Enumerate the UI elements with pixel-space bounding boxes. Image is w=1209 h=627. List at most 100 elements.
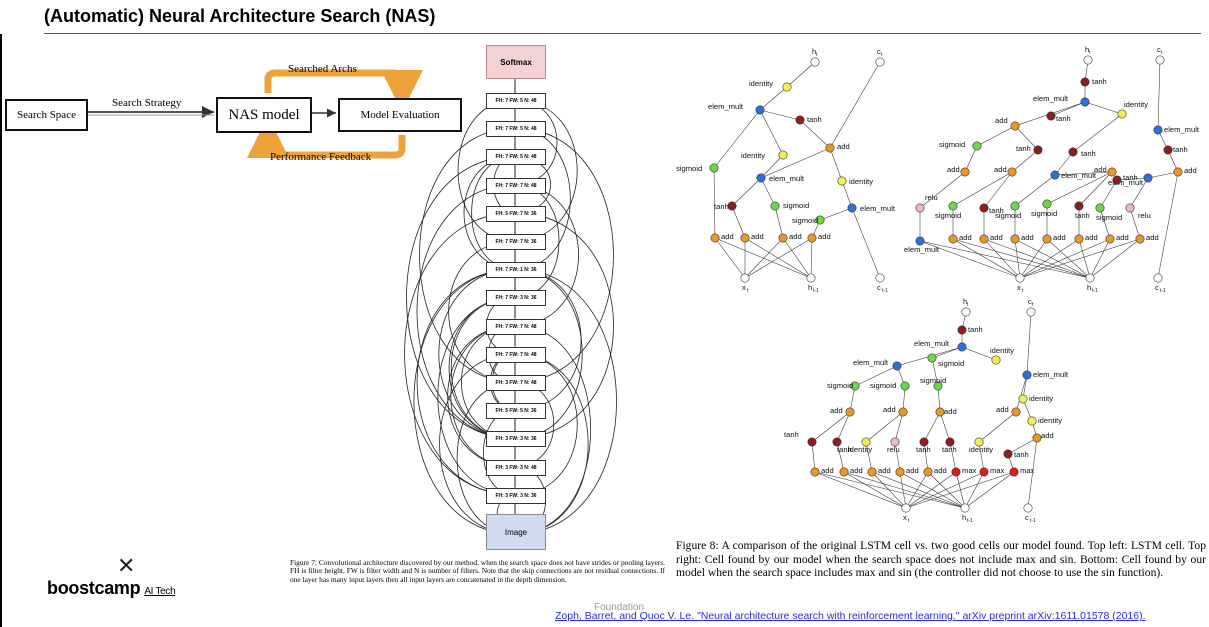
node-label: elem_mult <box>708 102 744 111</box>
graph-edge <box>854 365 898 387</box>
io-label-sub: t <box>1089 50 1091 56</box>
graph-edge <box>952 238 1021 279</box>
node-sigmoid <box>770 201 780 211</box>
graph-edge <box>799 119 831 149</box>
io-label-sub: t-1 <box>1030 518 1036 524</box>
io-label: c <box>1028 297 1032 306</box>
graph-edge <box>1099 207 1111 240</box>
node-label: add <box>944 407 957 416</box>
softmax-box: Softmax <box>486 45 546 79</box>
graph-edge <box>1014 238 1091 279</box>
node-label: add <box>934 466 947 475</box>
node-relu <box>890 437 900 447</box>
graph-edge <box>964 145 978 173</box>
node-elem_mult <box>1143 173 1153 183</box>
node-label: identity <box>1029 394 1053 403</box>
node-sigmoid <box>927 353 937 363</box>
model-evaluation-box: Model Evaluation <box>338 98 462 132</box>
node-add <box>1010 234 1020 244</box>
node-label: elem_mult <box>1033 94 1069 103</box>
node-add <box>839 467 849 477</box>
graph-edge <box>714 237 812 279</box>
node-label: tanh <box>989 206 1004 215</box>
io-node <box>960 503 970 513</box>
node-elem_mult <box>755 105 765 115</box>
node-add <box>1074 234 1084 244</box>
node-label: identity <box>969 445 993 454</box>
node-label: add <box>995 116 1008 125</box>
io-node <box>806 273 816 283</box>
node-label: add <box>789 232 802 241</box>
skip-connection <box>514 127 614 383</box>
node-tanh <box>1046 111 1056 121</box>
io-label-sub: t-1 <box>813 288 819 294</box>
io-label-sub: t <box>1022 288 1024 294</box>
node-tanh <box>957 325 967 335</box>
graph-edge <box>836 441 845 473</box>
graph-edge <box>759 109 801 121</box>
graph-edge <box>843 471 966 509</box>
node-add <box>1105 234 1115 244</box>
io-label-sub: t-1 <box>1160 288 1166 294</box>
skip-connection <box>483 409 516 496</box>
node-add <box>895 467 905 477</box>
io-label: h <box>812 47 816 56</box>
image-box: Image <box>486 514 546 550</box>
graph-edge <box>923 411 941 443</box>
node-label: add <box>947 165 960 174</box>
graph-edge <box>1050 101 1086 117</box>
node-label: sigmoid <box>935 211 961 220</box>
graph-edge <box>905 471 929 509</box>
io-node <box>1023 503 1033 513</box>
node-label: max <box>1020 466 1035 475</box>
node-label: tanh <box>784 430 799 439</box>
node-elem_mult <box>892 361 902 371</box>
node-add <box>810 467 820 477</box>
node-elem_mult <box>1050 170 1060 180</box>
node-add <box>1042 234 1052 244</box>
node-label: add <box>994 165 1007 174</box>
io-node <box>740 273 750 283</box>
graph-edge <box>983 171 1013 209</box>
io-node <box>1083 55 1093 65</box>
citation-link[interactable]: Zoph, Barret, and Quoc V. Le. "Neural ar… <box>555 610 1146 622</box>
graph-edge <box>760 154 784 179</box>
node-add <box>740 233 750 243</box>
graph-edge <box>1129 207 1141 240</box>
figure-7-caption: Figure 7: Convolutional architecture dis… <box>290 558 665 584</box>
io-node <box>1153 273 1163 283</box>
cnn-layer-8: FH: 7 FW: 3 N: 36 <box>486 290 546 307</box>
cnn-layer-12: FH: 5 FW: 5 N: 36 <box>486 403 546 420</box>
node-label: tanh <box>714 202 729 211</box>
node-tanh <box>1003 449 1013 459</box>
title-divider <box>44 33 1201 34</box>
graph-edge <box>899 471 907 509</box>
node-sigmoid <box>815 215 825 225</box>
skip-connection <box>514 99 558 185</box>
node-add <box>1107 167 1117 177</box>
graph-edge <box>1019 238 1080 279</box>
logo-suffix: AI Tech <box>144 586 176 597</box>
node-label: tanh <box>1016 144 1031 153</box>
node-label: sigmoid <box>938 359 964 368</box>
io-label-sub: t <box>1032 302 1034 308</box>
node-label: identity <box>1038 416 1062 425</box>
node-label: tanh <box>968 325 983 334</box>
node-add <box>898 407 908 417</box>
node-label: identity <box>849 177 873 186</box>
node-label: max <box>962 466 977 475</box>
graph-edge <box>1089 238 1141 279</box>
node-label: elem_mult <box>853 358 889 367</box>
io-label: x <box>742 283 746 292</box>
graph-edge <box>744 237 784 279</box>
node-sigmoid <box>1042 199 1052 209</box>
graph-edge <box>1015 374 1028 413</box>
node-label: add <box>990 233 1003 242</box>
node-label: tanh <box>916 445 931 454</box>
node-max <box>951 467 961 477</box>
io-node <box>961 307 971 317</box>
graph-edge <box>759 109 784 156</box>
cnn-layer-5: FH: 5 FW: 7 N: 36 <box>486 205 546 222</box>
node-label: elem_mult <box>1061 171 1097 180</box>
